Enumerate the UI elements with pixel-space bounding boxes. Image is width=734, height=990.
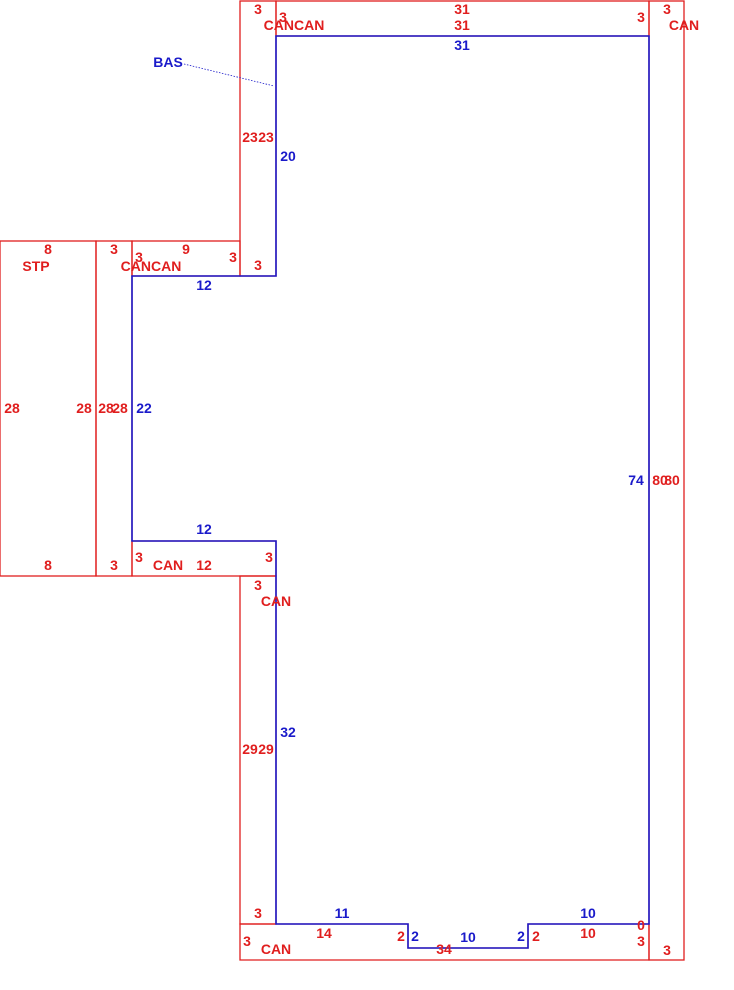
basement-outline [131,35,650,949]
dim-label: 3 [265,549,273,565]
dim-label: 14 [316,925,332,941]
dim-label: 22 [136,400,152,416]
dim-label: 3 [254,257,262,273]
dim-label: 3 [279,9,287,25]
dim-label: 80 [652,472,668,488]
dim-label: 3 [135,249,143,265]
area-name-labels: STP CANCAN CANCAN CAN CAN CAN CAN [22,17,699,957]
dim-label: 31 [454,1,470,17]
dim-label: 29 [258,741,274,757]
dim-label: 8 [44,557,52,573]
dim-label: 10 [580,905,596,921]
dim-label: 3 [243,933,251,949]
dim-label: 3 [663,942,671,958]
dim-label: 3 [110,241,118,257]
dim-label: 8 [44,241,52,257]
bas-leader-line [183,63,275,87]
dim-label: 32 [280,724,296,740]
dim-label: 74 [628,472,644,488]
outer-areas [0,0,685,961]
dim-label: 11 [335,905,350,921]
dim-label: 9 [182,241,190,257]
can-label-bottom: CAN [261,941,291,957]
dim-label: 28 [112,400,128,416]
dim-label: 3 [254,1,262,17]
dim-label: 0 [637,917,645,933]
can-label-lower-left: CAN [261,593,291,609]
can-label-top: CANCAN [264,17,325,33]
dim-label: 28 [76,400,92,416]
dim-label: 23 [258,129,274,145]
dim-label: 10 [460,929,476,945]
basement-dimension-labels: 31 20 12 22 12 32 11 2 10 2 10 74 [136,37,644,945]
dim-label: 12 [196,557,212,573]
dim-label: 2 [517,928,525,944]
dim-label: 12 [196,521,212,537]
dim-label: 3 [110,557,118,573]
outer-dimension-labels: 8 28 8 28 3 28 3 28 9 3 3 3 23 3 23 31 3… [4,1,680,958]
can-label-lower-connector: CAN [153,557,183,573]
dim-label: 3 [254,905,262,921]
dim-label: 31 [454,37,470,53]
can-label-right: CAN [669,17,699,33]
dim-label: 3 [637,933,645,949]
bas-label: BAS [153,54,183,70]
dim-label: 2 [532,928,540,944]
dim-label: 34 [436,941,452,957]
dim-label: 3 [637,9,645,25]
dim-label: 29 [242,741,258,757]
dim-label: 12 [196,277,212,293]
dim-label: 3 [254,577,262,593]
dim-label: 2 [397,928,405,944]
can-label-left-connector: CANCAN [121,258,182,274]
dim-label: 28 [98,400,114,416]
dim-label: 28 [4,400,20,416]
dim-label: 3 [663,1,671,17]
dim-label: 20 [280,148,296,164]
dim-label: 10 [580,925,596,941]
dim-label: 31 [454,17,470,33]
dim-label: 3 [229,249,237,265]
dim-label: 80 [664,472,680,488]
stp-label: STP [22,258,49,274]
dim-label: 3 [135,549,143,565]
dim-label: 23 [242,129,258,145]
dim-label: 2 [411,928,419,944]
